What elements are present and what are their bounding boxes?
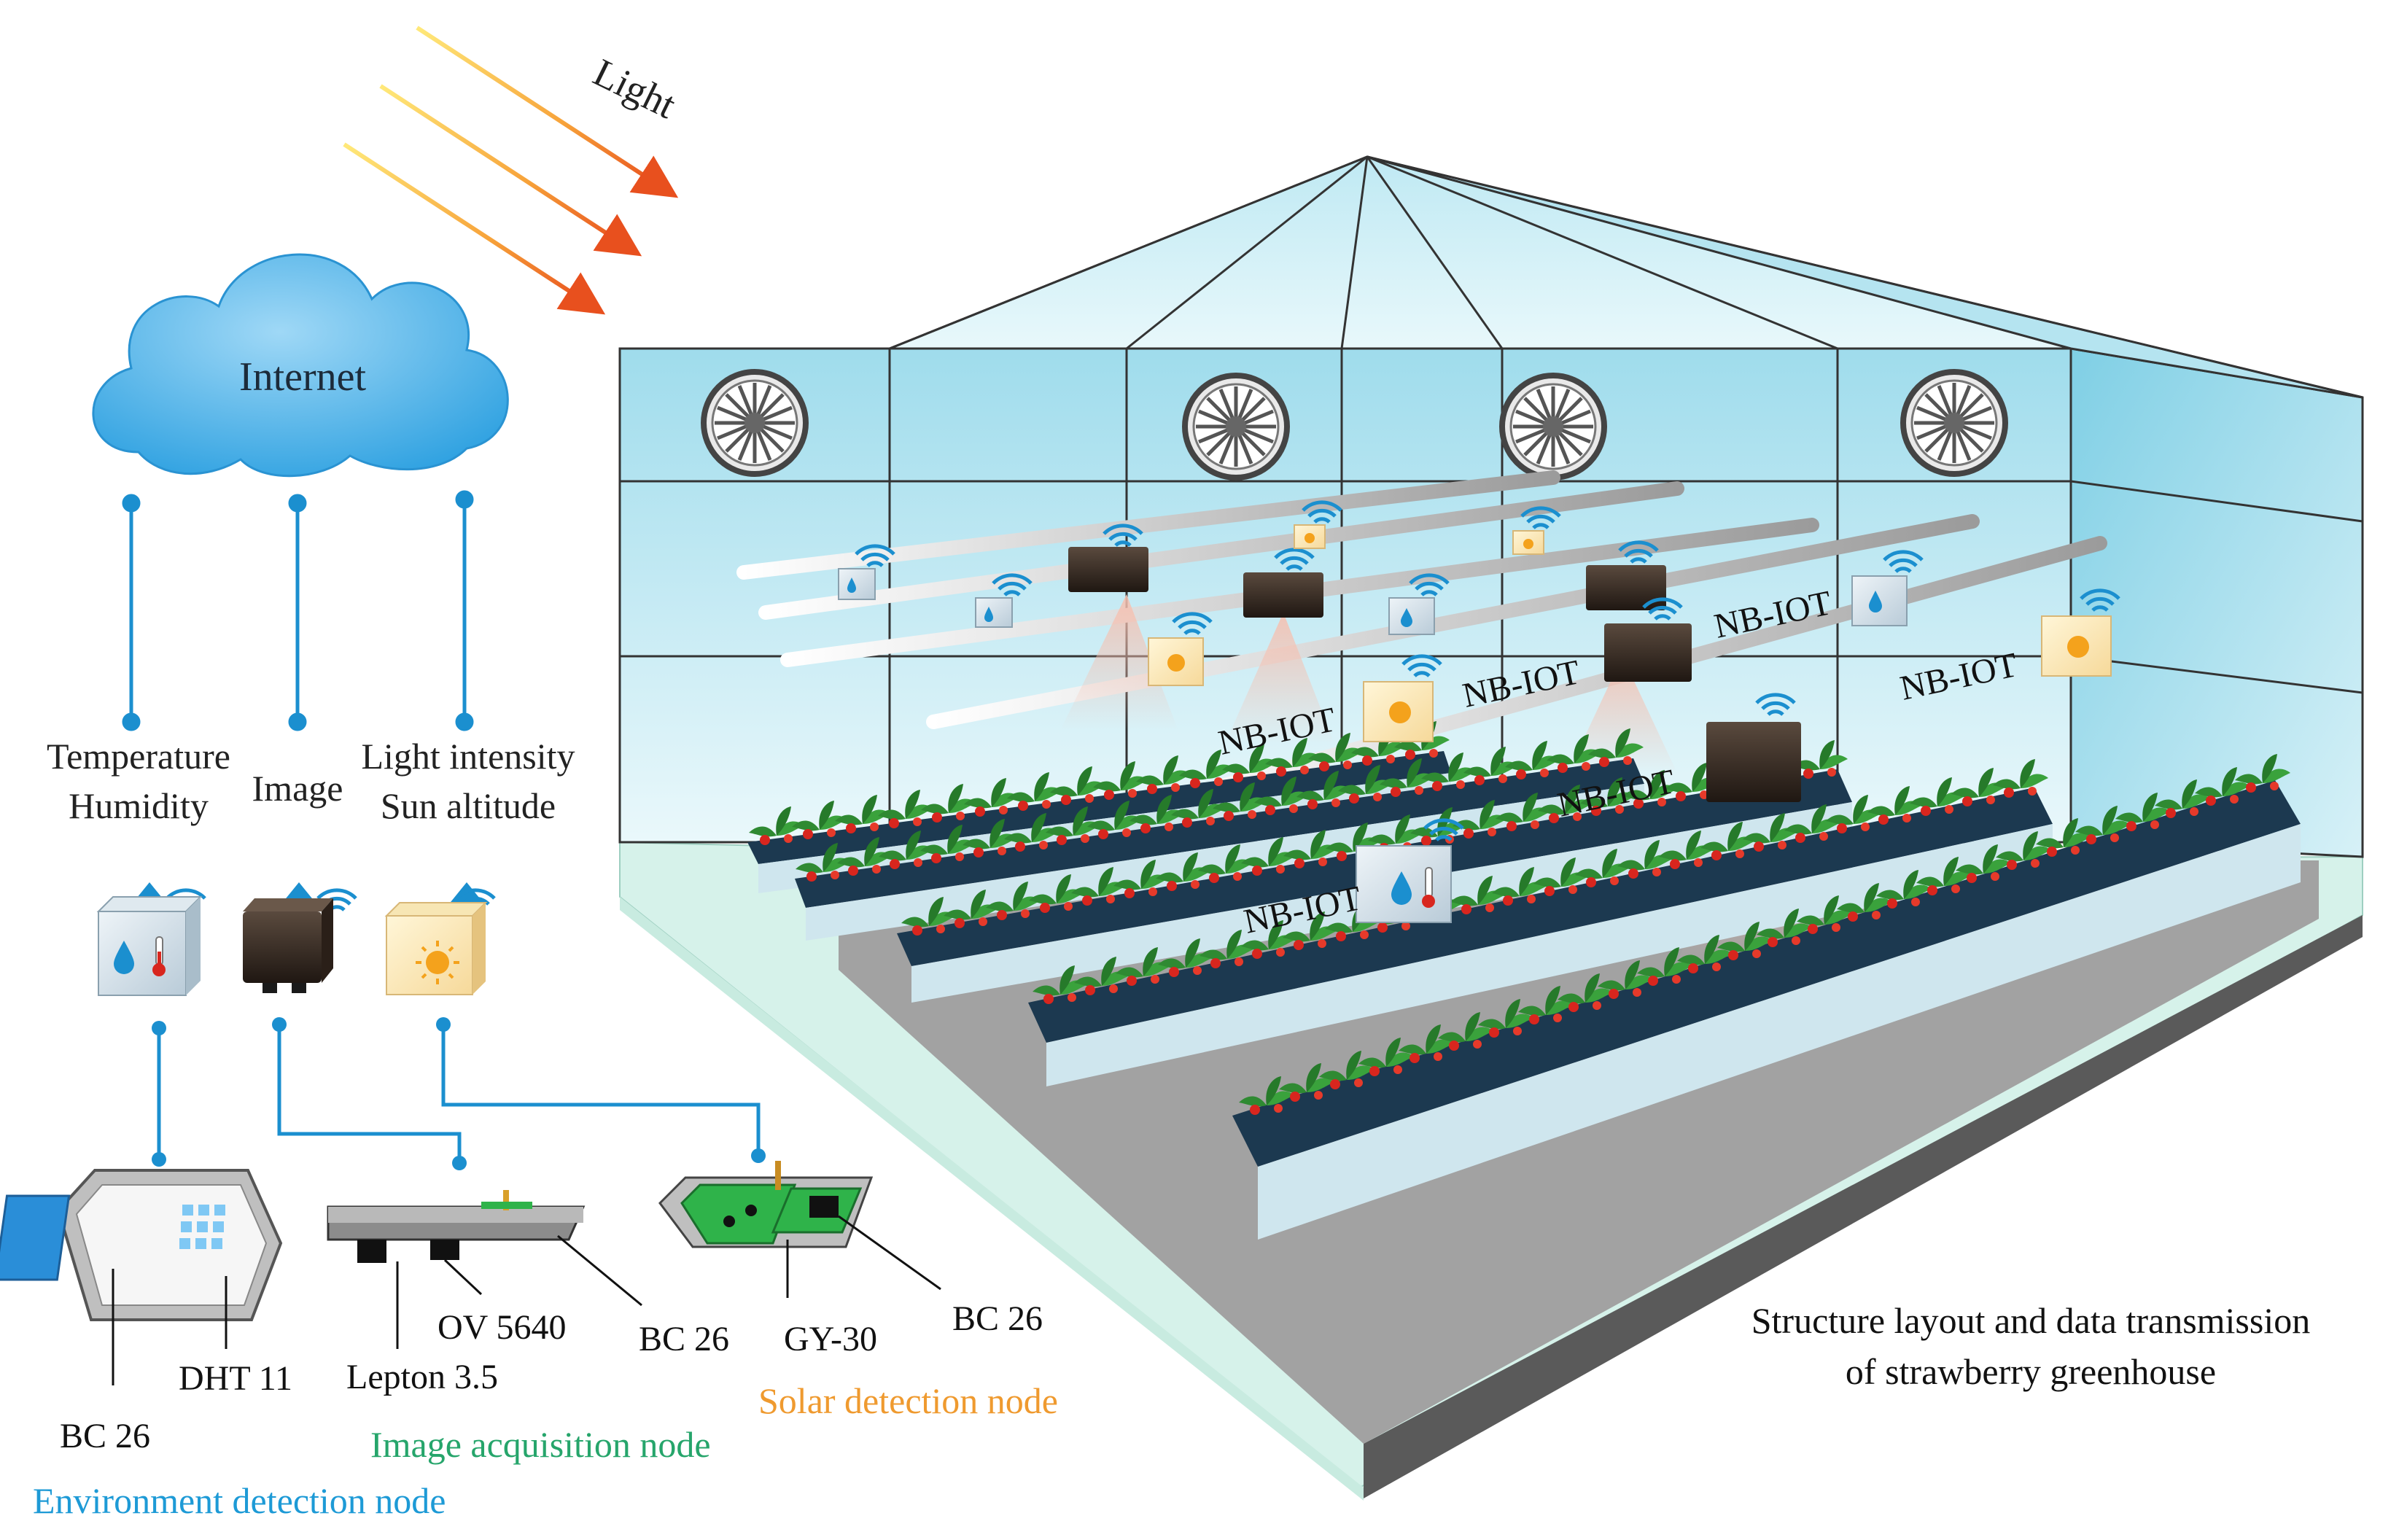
solar-board bbox=[658, 1161, 941, 1298]
label-environment-node: Environment detection node bbox=[33, 1480, 446, 1521]
water-drop-icon bbox=[114, 941, 134, 974]
caption-line-2: of strawberry greenhouse bbox=[1846, 1351, 2216, 1392]
data-labels: Temperature Humidity Image Light intensi… bbox=[47, 736, 575, 826]
bed-4 bbox=[1028, 788, 2053, 1086]
hardware-links bbox=[157, 1024, 761, 1163]
label-img-bc26: BC 26 bbox=[639, 1320, 729, 1358]
env-node bbox=[1388, 575, 1448, 635]
camera-node bbox=[1068, 526, 1148, 592]
label-ov5640: OV 5640 bbox=[438, 1308, 566, 1347]
camera-node bbox=[1586, 542, 1666, 610]
image-node-icon bbox=[243, 890, 356, 993]
label-image: Image bbox=[252, 768, 343, 809]
solar-node bbox=[1363, 656, 1441, 742]
label-temperature: Temperature bbox=[47, 736, 230, 777]
label-solar-bc26: BC 26 bbox=[952, 1299, 1043, 1338]
component-labels: BC 26 DHT 11 Lepton 3.5 OV 5640 BC 26 GY… bbox=[60, 1299, 1043, 1455]
fan-icon bbox=[1502, 376, 1604, 478]
label-lepton: Lepton 3.5 bbox=[346, 1358, 498, 1396]
fan-icon bbox=[1185, 376, 1287, 478]
solar-node bbox=[1512, 508, 1560, 555]
sun-rays: Light bbox=[343, 26, 683, 315]
sun-icon bbox=[416, 941, 459, 984]
solar-node bbox=[1294, 502, 1341, 549]
uplinks bbox=[122, 490, 474, 731]
solar-node-icon bbox=[384, 890, 494, 995]
env-board bbox=[0, 1169, 283, 1385]
label-gy30: GY-30 bbox=[784, 1320, 877, 1358]
env-node bbox=[975, 575, 1031, 628]
label-humidity: Humidity bbox=[69, 785, 209, 826]
label-solar-node: Solar detection node bbox=[758, 1380, 1058, 1421]
solar-node bbox=[2041, 591, 2119, 677]
fan-icon bbox=[704, 372, 806, 474]
solar-node bbox=[1148, 614, 1211, 686]
label-light-intensity: Light intensity bbox=[361, 736, 575, 777]
figure-caption: Structure layout and data transmission o… bbox=[1751, 1300, 2311, 1392]
thermometer-icon bbox=[152, 936, 166, 976]
fan-icon bbox=[1903, 372, 2005, 474]
label-dht11: DHT 11 bbox=[179, 1359, 292, 1398]
camera-node bbox=[1706, 695, 1801, 802]
light-label: Light bbox=[587, 50, 683, 127]
greenhouse-devices bbox=[838, 502, 2119, 923]
light-ray-2 bbox=[379, 84, 642, 257]
env-node bbox=[838, 546, 894, 600]
camera-node bbox=[1604, 599, 1692, 682]
hardware-link-dots bbox=[152, 1017, 766, 1170]
light-ray-1 bbox=[416, 26, 679, 198]
internet-cloud: Internet bbox=[92, 253, 509, 478]
label-image-node: Image acquisition node bbox=[370, 1424, 711, 1465]
caption-line-1: Structure layout and data transmission bbox=[1751, 1300, 2311, 1341]
label-sun-altitude: Sun altitude bbox=[381, 785, 556, 826]
env-node bbox=[1356, 820, 1463, 923]
image-board bbox=[327, 1190, 642, 1349]
env-node bbox=[1851, 552, 1922, 626]
bed-5 bbox=[1232, 780, 2301, 1240]
light-ray-3 bbox=[343, 142, 606, 315]
label-env-bc26: BC 26 bbox=[60, 1417, 150, 1455]
node-name-labels: Solar detection node Image acquisition n… bbox=[33, 1380, 1058, 1521]
cloud-label: Internet bbox=[239, 354, 367, 400]
camera-node bbox=[1243, 550, 1323, 618]
env-node-icon bbox=[96, 890, 205, 996]
